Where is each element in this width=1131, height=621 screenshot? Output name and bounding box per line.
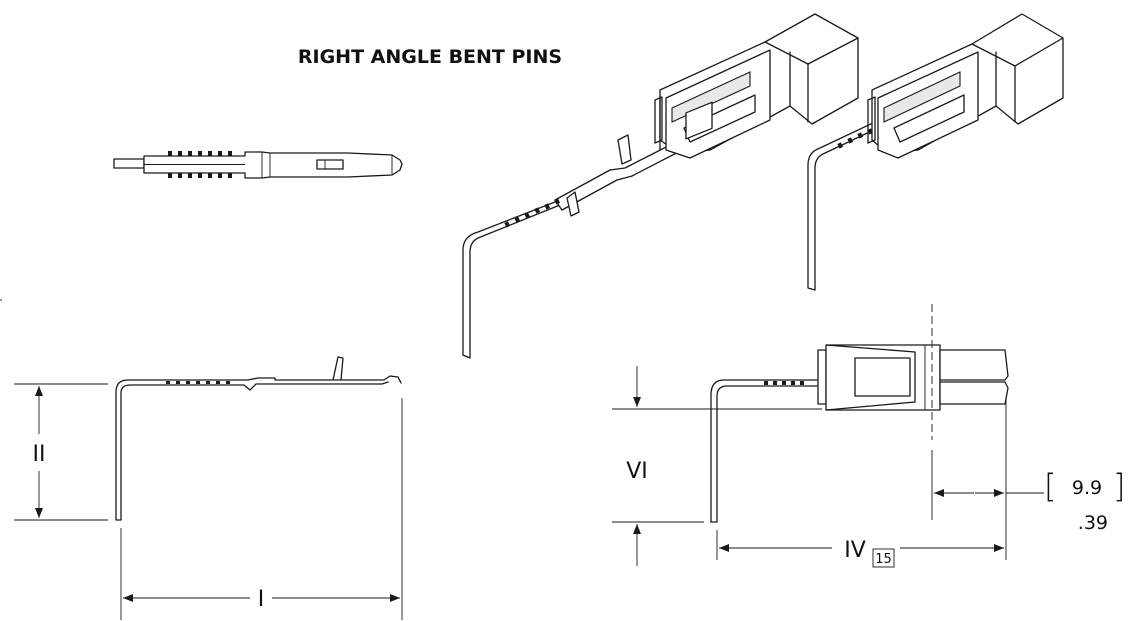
dim-label-ii: II (33, 442, 46, 467)
dim-label-iv: IV (844, 538, 866, 563)
drawing-title: RIGHT ANGLE BENT PINS (298, 46, 562, 68)
dimension-iv: IV 15 (716, 400, 1007, 568)
dimension-i: I (120, 398, 403, 620)
note-box-number: 15 (875, 552, 892, 567)
housing-metric: 9.9 (1072, 477, 1102, 499)
connector-iso-left (462, 13, 859, 359)
pin-side-view (115, 356, 402, 521)
bracket-open: [ (1044, 467, 1056, 505)
dimension-ii: II (14, 383, 108, 521)
dimension-vi: VI (612, 366, 822, 566)
dim-label-i: I (258, 587, 265, 612)
bracket-close: ] (1113, 467, 1125, 505)
note-box (872, 548, 895, 568)
connector-iso-right (807, 13, 1064, 291)
dim-label-vi: VI (626, 459, 648, 484)
housing-imperial: .39 (1078, 512, 1108, 534)
dimension-housing: [ 9.9 ] .39 (931, 450, 1125, 534)
connector-side-view (710, 304, 1009, 523)
pin-top-view (113, 151, 403, 179)
